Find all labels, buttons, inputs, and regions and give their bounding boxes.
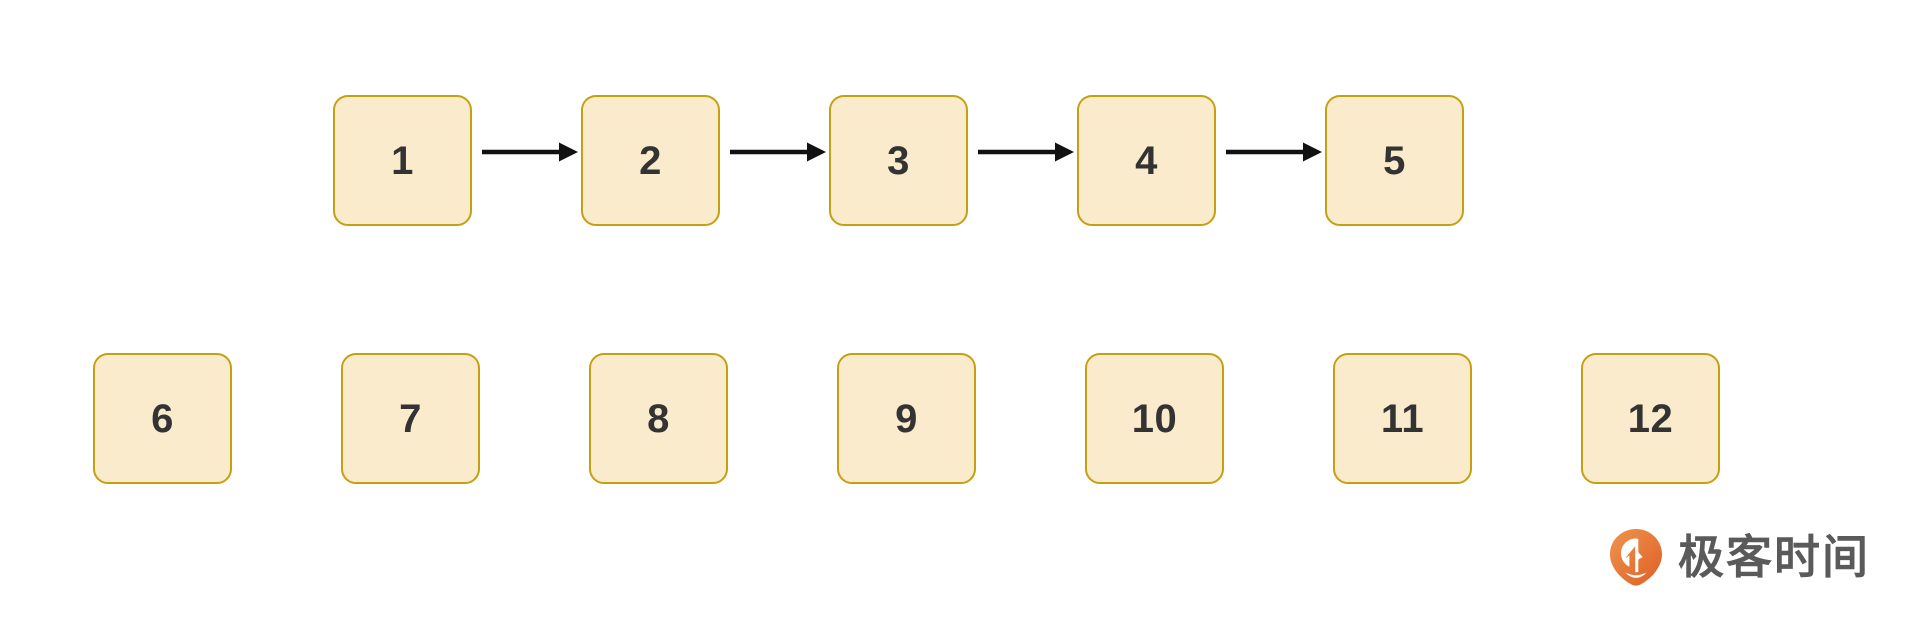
watermark-geektime: 极客时间 [1608, 528, 1870, 586]
node-label: 2 [639, 138, 662, 183]
arrow-4-to-5-icon [1226, 139, 1322, 165]
node-box-7[interactable]: 7 [341, 353, 480, 484]
node-box-11[interactable]: 11 [1333, 353, 1472, 484]
node-label: 6 [151, 396, 174, 441]
node-label: 12 [1627, 396, 1674, 441]
node-box-3[interactable]: 3 [829, 95, 968, 226]
node-label: 4 [1135, 138, 1158, 183]
node-label: 5 [1383, 138, 1406, 183]
node-box-6[interactable]: 6 [93, 353, 232, 484]
node-box-5[interactable]: 5 [1325, 95, 1464, 226]
node-box-2[interactable]: 2 [581, 95, 720, 226]
node-box-10[interactable]: 10 [1085, 353, 1224, 484]
node-label: 10 [1131, 396, 1178, 441]
node-box-12[interactable]: 12 [1581, 353, 1720, 484]
node-label: 9 [895, 396, 918, 441]
node-box-8[interactable]: 8 [589, 353, 728, 484]
node-box-4[interactable]: 4 [1077, 95, 1216, 226]
geektime-pin-logo-icon [1608, 528, 1664, 586]
arrow-2-to-3-icon [730, 139, 826, 165]
node-box-9[interactable]: 9 [837, 353, 976, 484]
node-label: 1 [391, 138, 414, 183]
node-label: 8 [647, 396, 670, 441]
arrow-1-to-2-icon [482, 139, 578, 165]
node-label: 7 [399, 396, 422, 441]
watermark-label: 极客时间 [1678, 530, 1870, 584]
node-label: 3 [887, 138, 910, 183]
node-label: 11 [1380, 396, 1425, 441]
node-box-1[interactable]: 1 [333, 95, 472, 226]
arrow-3-to-4-icon [978, 139, 1074, 165]
